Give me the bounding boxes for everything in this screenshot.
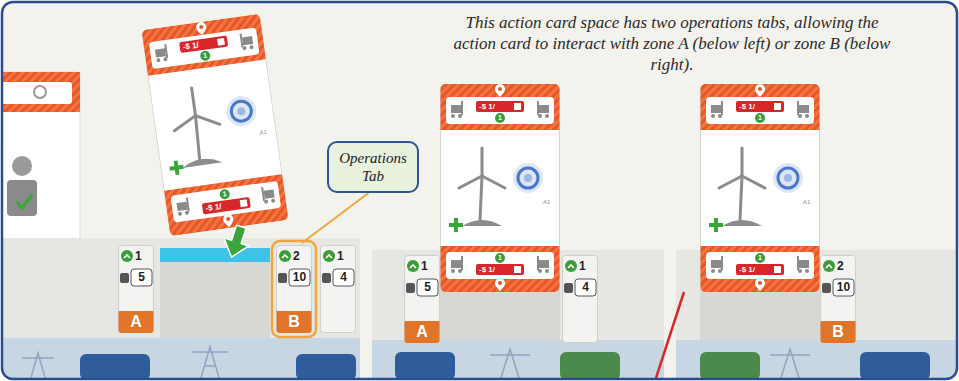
cost-label: -$ 1/: [479, 101, 495, 112]
cost-label: -$ 1/: [479, 264, 495, 275]
board-art: [3, 72, 956, 378]
tab-cost-number: 4: [575, 280, 596, 295]
card-id: A1: [543, 198, 550, 206]
tab-cost-number: 10: [833, 280, 854, 295]
tab-bonus-number: 1: [337, 249, 344, 263]
tab-bonus-number: 1: [421, 259, 428, 273]
tab-bonus-number: 1: [135, 249, 142, 263]
zone-letter: B: [820, 322, 856, 342]
operations-tab: 14: [320, 245, 356, 333]
operations-tab: 1 5A: [118, 245, 154, 333]
tab-cost-number: 5: [131, 270, 152, 285]
cost-label: -$ 1/: [739, 101, 755, 112]
card-id: A1: [259, 128, 267, 137]
cost-label: -$ 1/: [205, 201, 222, 214]
reward-number: 1: [755, 253, 765, 263]
zone-letter: A: [404, 322, 440, 342]
tab-bonus-number: 2: [293, 249, 300, 263]
operations-tab: 2 10B: [820, 255, 856, 343]
card-id: A1: [803, 198, 810, 206]
reward-number: 1: [755, 113, 765, 123]
reward-number: 1: [495, 253, 505, 263]
tab-bonus-number: 2: [837, 259, 844, 273]
callout-text: Operations Tab: [333, 149, 413, 185]
tab-bonus-number: 1: [579, 259, 586, 273]
zone-letter: B: [276, 312, 312, 332]
reward-number: 1: [219, 189, 230, 200]
leader-line: [302, 193, 368, 243]
operations-tab: 2 10B: [276, 245, 312, 333]
action-card: -$ 1/1A11-$ 1/: [440, 84, 560, 292]
action-card: -$ 1/1A11-$ 1/: [700, 84, 820, 292]
reward-number: 1: [200, 50, 211, 61]
operations-tab: 1 5A: [404, 255, 440, 343]
tab-cost-number: 5: [417, 280, 438, 295]
reward-number: 1: [495, 113, 505, 123]
tab-cost-number: 10: [289, 270, 310, 285]
caption-text: This action card space has two operation…: [452, 12, 892, 75]
operations-tab: 14: [562, 255, 598, 343]
cost-label: -$ 1/: [182, 40, 199, 53]
zone-letter: A: [118, 312, 154, 332]
tab-cost-number: 4: [333, 270, 354, 285]
cost-label: -$ 1/: [739, 264, 755, 275]
callout-box: Operations Tab: [327, 141, 419, 193]
